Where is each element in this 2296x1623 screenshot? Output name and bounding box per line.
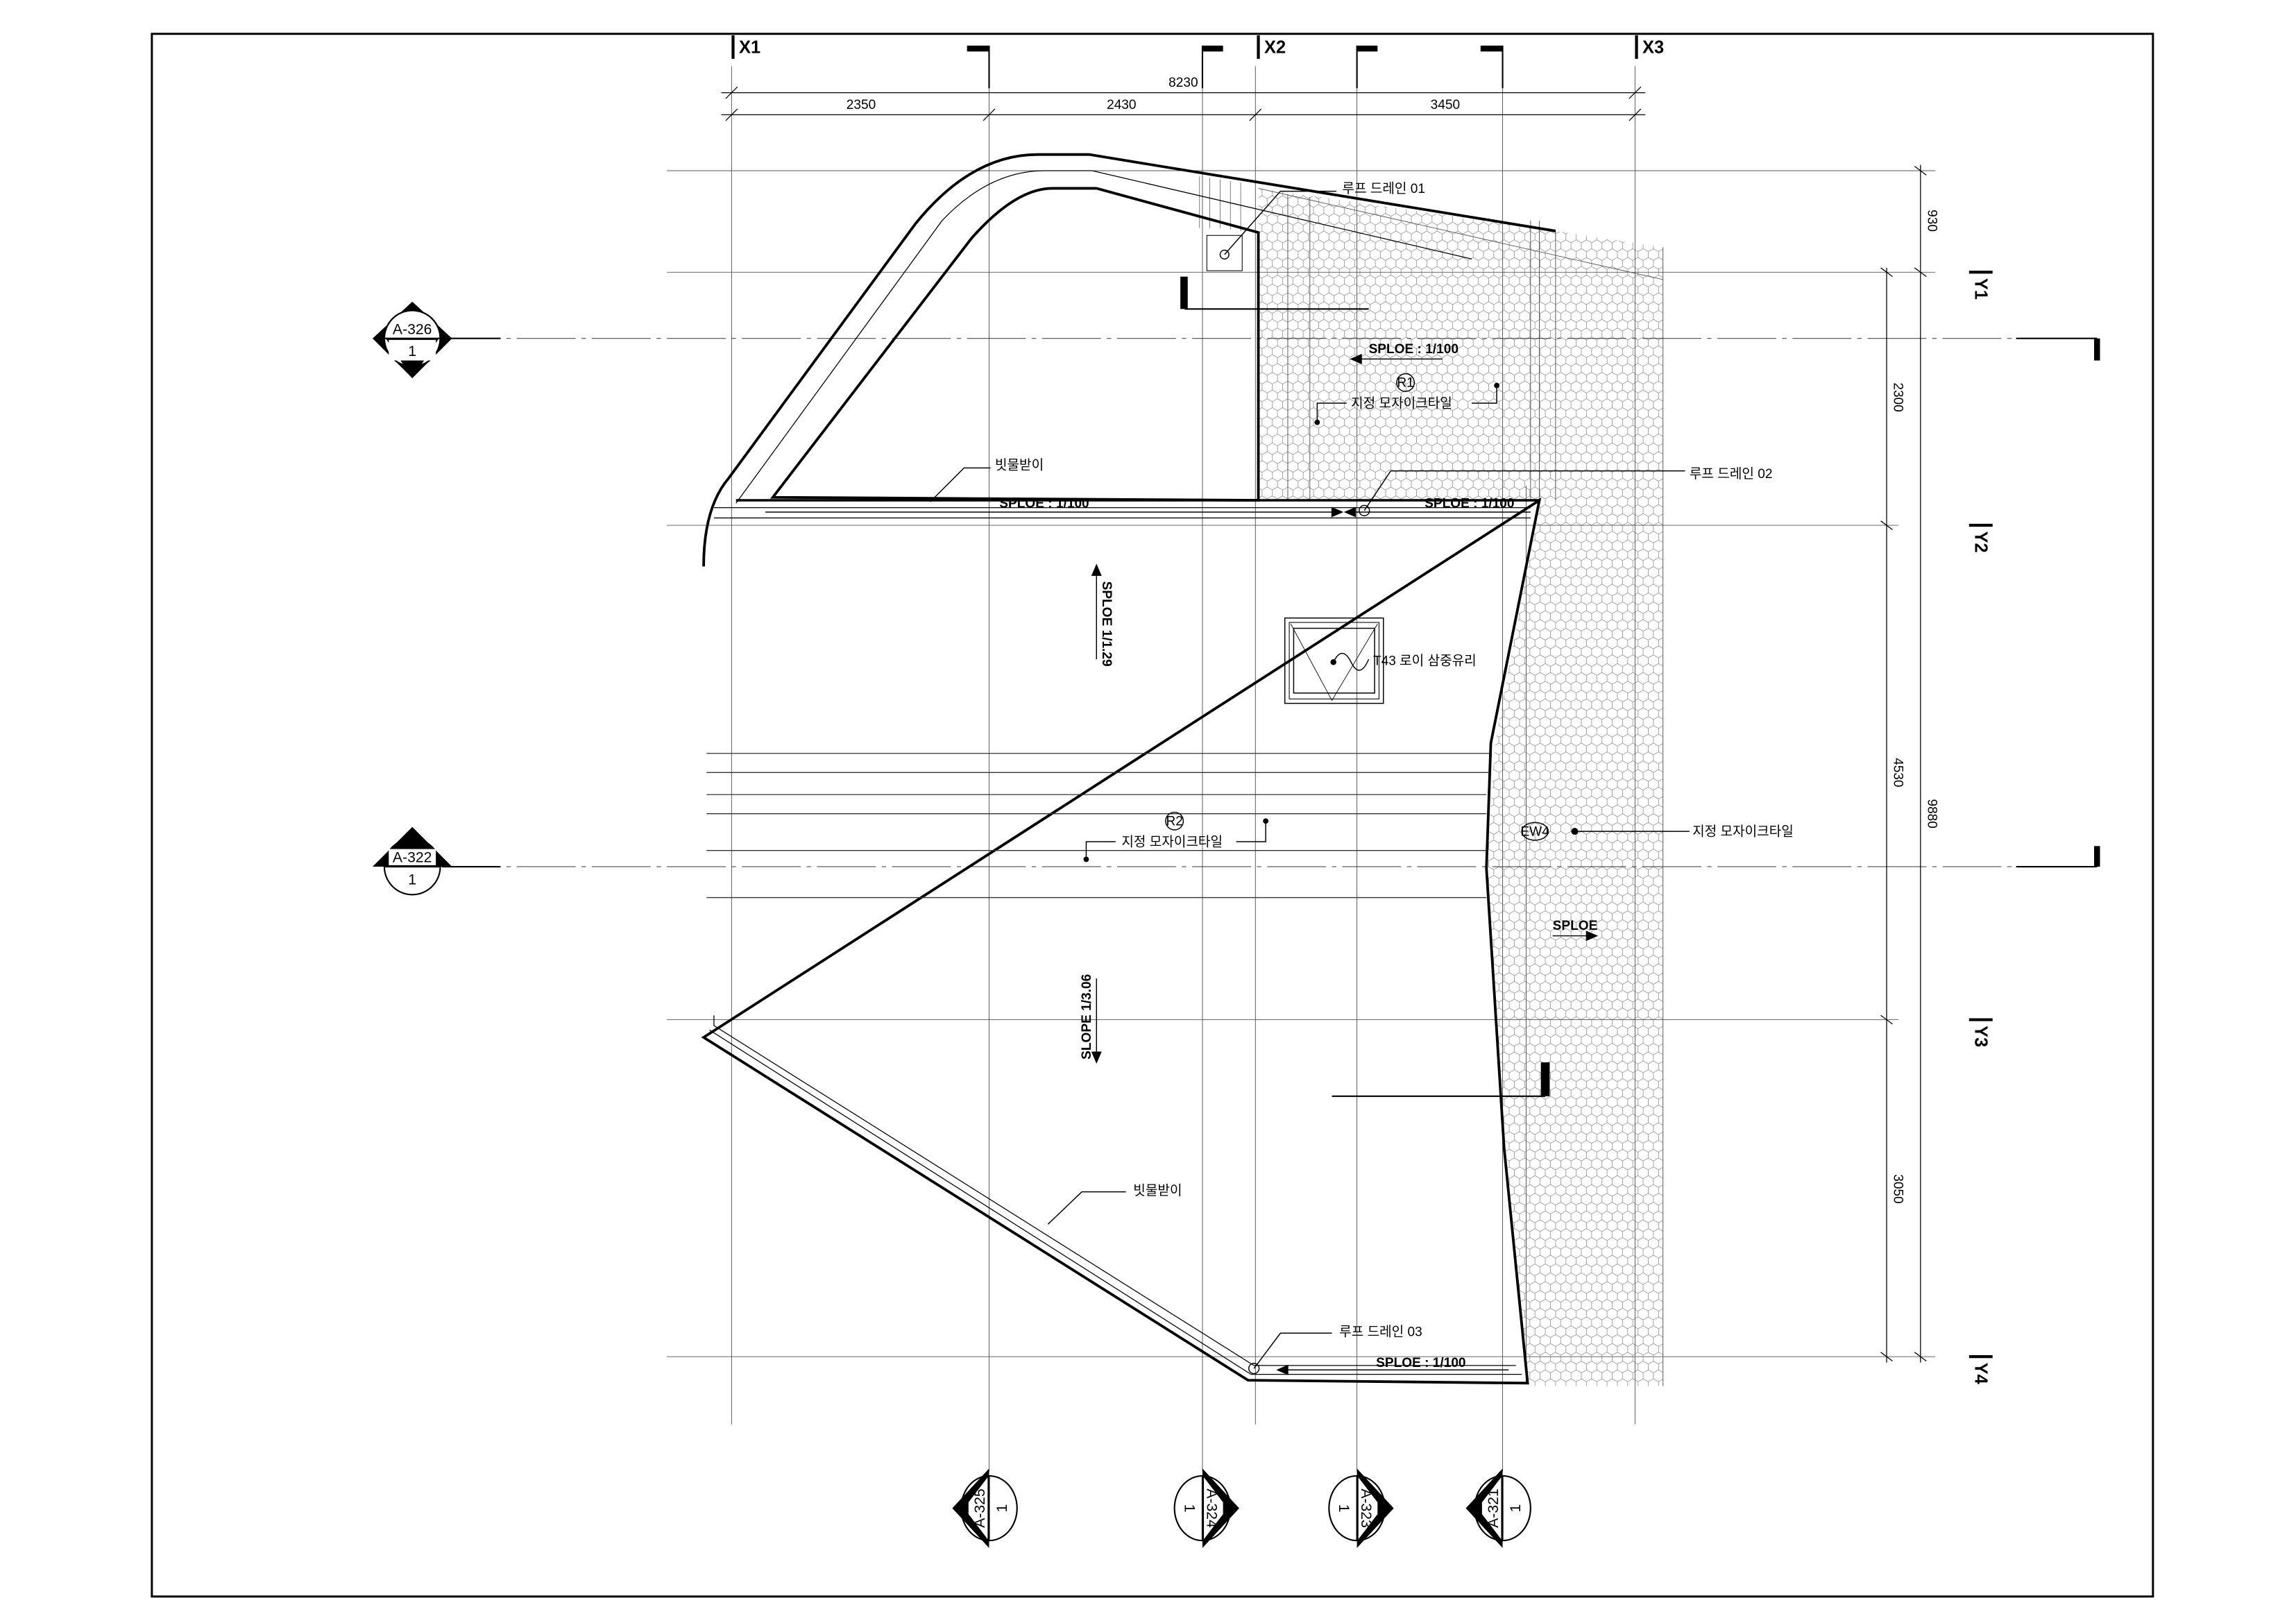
slope-r1-label: SPLOE : 1/100 <box>1369 342 1459 357</box>
right-dimensions <box>1880 164 1927 1363</box>
section-marker-a322[interactable]: A-322 1 <box>372 826 501 896</box>
annotations <box>765 190 1690 1375</box>
dim-right-top: 930 <box>1924 210 1939 232</box>
dim-top-seg-1: 2350 <box>847 98 876 112</box>
grid-label-x3: X3 <box>1642 37 1664 57</box>
dim-right-seg-2: 4530 <box>1891 758 1905 787</box>
slope-vertical-down-label: SLOPE 1/3.06 <box>1080 974 1094 1060</box>
wall-tag: EW4 <box>1521 824 1550 839</box>
section-sheet: A-322 <box>393 850 432 866</box>
mosaic-tile-hatch <box>1199 176 1664 1386</box>
dim-right-total: 9880 <box>1924 799 1939 828</box>
annotation-texts: 루프 드레인 01 SPLOE : 1/100 R1 지정 모자이크타일 빗물받… <box>995 181 1794 1370</box>
section-number: 1 <box>1182 1504 1198 1513</box>
dim-right-seg-3: 3050 <box>1891 1174 1905 1203</box>
slope-bottom-label: SPLOE : 1/100 <box>1376 1356 1465 1370</box>
slope-vertical-up-label: SPLOE 1/1.29 <box>1099 581 1114 667</box>
skylight-label: T43 로이 삼중유리 <box>1373 654 1477 669</box>
dim-right-seg-1: 2300 <box>1891 382 1905 411</box>
section-sheet: A-321 <box>1486 1488 1502 1528</box>
grid-label-y4: Y4 <box>1971 1363 1990 1385</box>
slope-gutter-left-label: SPLOE : 1/100 <box>999 497 1089 511</box>
roof-drain-02-label: 루프 드레인 02 <box>1690 466 1773 482</box>
grid-y-headers: Y1 Y2 Y3 Y4 <box>1968 271 1993 1385</box>
grid-label-y3: Y3 <box>1971 1026 1990 1047</box>
slope-wall-label: SPLOE <box>1553 919 1598 933</box>
section-cut-flags <box>967 45 2100 1097</box>
section-number: 1 <box>994 1504 1010 1513</box>
section-number: 1 <box>408 343 416 359</box>
grid-label-y2: Y2 <box>1971 532 1990 553</box>
slope-gutter-right-label: SPLOE : 1/100 <box>1425 497 1514 511</box>
grid-label-x2: X2 <box>1264 37 1286 57</box>
section-number: 1 <box>1336 1504 1352 1513</box>
section-sheet: A-326 <box>393 321 432 337</box>
top-dimensions <box>721 86 1646 121</box>
wall-material-label: 지정 모자이크타일 <box>1692 824 1794 839</box>
roof-drain-03-label: 루프 드레인 03 <box>1339 1324 1422 1339</box>
r1-tag: R1 <box>1397 376 1413 391</box>
section-marker-a325[interactable]: A-325 1 <box>952 1468 1018 1548</box>
section-marker-a321[interactable]: A-321 1 <box>1465 1468 1531 1548</box>
dim-top-seg-2: 2430 <box>1107 98 1136 112</box>
gutter-bottom-label: 빗물받이 <box>1133 1183 1182 1198</box>
roof-outline <box>701 153 1556 1385</box>
dim-top-seg-3: 3450 <box>1431 98 1460 112</box>
section-number: 1 <box>1508 1504 1524 1513</box>
grid-label-x1: X1 <box>739 37 760 57</box>
grid-label-y1: Y1 <box>1971 278 1990 300</box>
gutter-top-label: 빗물받이 <box>995 457 1044 473</box>
section-sheet: A-324 <box>1203 1488 1219 1528</box>
section-sheet: A-323 <box>1358 1488 1374 1528</box>
skylight <box>1284 617 1384 704</box>
r2-material-label: 지정 모자이크타일 <box>1121 834 1223 849</box>
roof-drain-01-label: 루프 드레인 01 <box>1342 181 1425 196</box>
section-marker-a324[interactable]: A-324 1 <box>1173 1468 1239 1548</box>
r1-material-label: 지정 모자이크타일 <box>1351 396 1452 411</box>
section-marker-a326[interactable]: A-326 1 <box>372 301 501 378</box>
section-number: 1 <box>408 872 416 887</box>
section-marker-a323[interactable]: A-323 1 <box>1328 1468 1394 1548</box>
grid-x-headers: X1 X2 X3 <box>731 35 1664 59</box>
section-sheet: A-325 <box>972 1488 988 1528</box>
grid-lines <box>441 66 2016 1472</box>
sheet-border <box>151 33 2154 1598</box>
dim-top-total: 8230 <box>1168 76 1198 90</box>
r2-tag: R2 <box>1166 815 1182 829</box>
